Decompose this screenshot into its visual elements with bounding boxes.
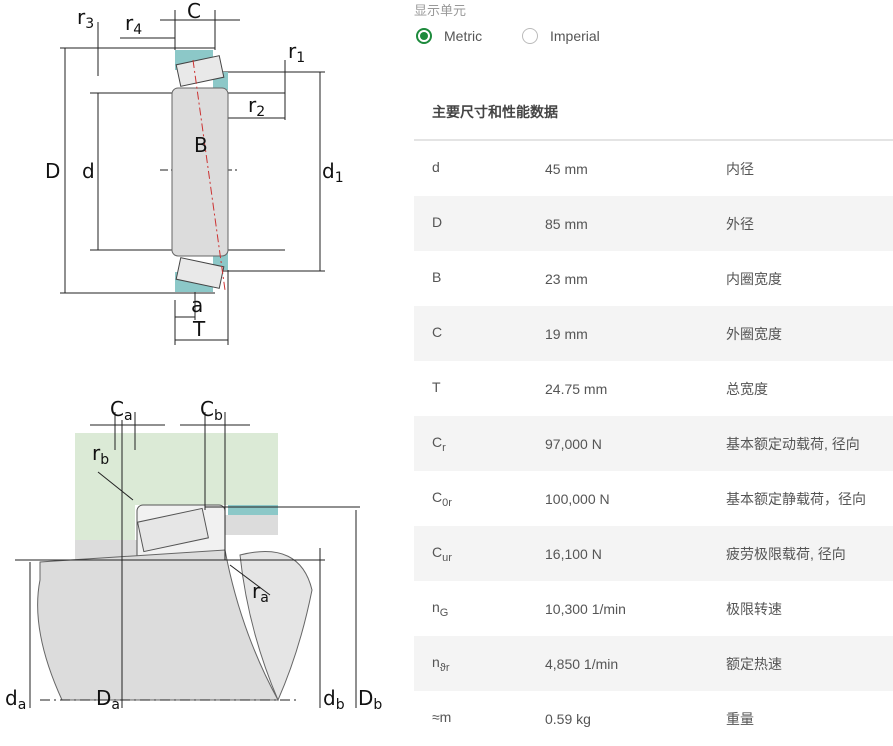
row-symbol: C [432, 323, 443, 340]
table-row: Cr 97,000 N 基本额定动载荷, 径向 [414, 416, 893, 471]
label-ra: ra [252, 579, 269, 606]
radio-metric-label: Metric [444, 28, 483, 44]
label-b: B [194, 133, 208, 157]
row-symbol: Cur [432, 543, 452, 564]
section-title: 主要尺寸和性能数据 [432, 104, 558, 120]
row-symbol: nϑr [432, 653, 450, 674]
radio-imperial-label: Imperial [550, 28, 600, 44]
radio-imperial[interactable]: Imperial [522, 28, 600, 44]
row-value: 45 mm [545, 160, 588, 177]
label-rb: rb [92, 441, 109, 468]
row-description: 内径 [726, 160, 754, 177]
row-value: 19 mm [545, 325, 588, 342]
row-description: 基本额定静载荷，径向 [726, 490, 866, 507]
row-symbol: nG [432, 598, 449, 619]
row-value: 100,000 N [545, 490, 610, 507]
row-value: 4,850 1/min [545, 655, 619, 672]
row-description: 额定热速 [726, 655, 782, 672]
radio-imperial-indicator[interactable] [522, 28, 538, 44]
row-symbol: T [432, 378, 441, 395]
radio-metric[interactable]: Metric [416, 28, 482, 44]
table-row: ≈m 0.59 kg 重量 [414, 691, 893, 746]
row-symbol: C0r [432, 488, 452, 509]
row-description: 疲劳极限载荷, 径向 [726, 545, 846, 562]
row-symbol: Cr [432, 433, 446, 454]
row-symbol: D [432, 213, 443, 230]
radio-metric-indicator[interactable] [416, 28, 432, 44]
table-row: C 19 mm 外圈宽度 [414, 306, 893, 361]
label-da-upper: Da [96, 686, 120, 713]
label-r3: r3 [77, 5, 94, 32]
label-cb: Cb [200, 397, 223, 424]
row-description: 外圈宽度 [726, 325, 782, 342]
units-title: 显示单元 [414, 3, 467, 18]
row-symbol: d [432, 158, 440, 175]
mounting-dimensions-drawing: Ca Cb rb ra da Da db Db [5, 397, 382, 713]
row-value: 85 mm [545, 215, 588, 232]
row-description: 总宽度 [726, 380, 768, 397]
table-row: D 85 mm 外径 [414, 196, 893, 251]
row-symbol: ≈m [432, 708, 452, 725]
row-symbol: B [432, 268, 442, 285]
table-row: T 24.75 mm 总宽度 [414, 361, 893, 416]
label-t: T [192, 317, 206, 341]
label-d1: d1 [322, 159, 344, 186]
table-row: Cur 16,100 N 疲劳极限载荷, 径向 [414, 526, 893, 581]
label-db: db [323, 686, 345, 713]
label-ca: Ca [110, 397, 133, 424]
row-description: 极限转速 [726, 600, 782, 617]
label-outer-d: D [45, 159, 60, 183]
specs-table: d 45 mm 内径 D 85 mm 外径 B 23 mm 内圈宽度 C 19 … [414, 141, 893, 746]
label-r2: r2 [248, 93, 265, 120]
bearing-drawings: r3 r4 C r1 r2 D d B d1 a T [0, 0, 400, 730]
label-r4: r4 [125, 11, 142, 38]
row-description: 基本额定动载荷, 径向 [726, 435, 860, 452]
row-description: 内圈宽度 [726, 270, 782, 287]
row-value: 97,000 N [545, 435, 602, 452]
label-a: a [191, 293, 203, 317]
label-da: da [5, 686, 26, 713]
row-value: 16,100 N [545, 545, 602, 562]
label-db-upper: Db [358, 686, 382, 713]
table-row: C0r 100,000 N 基本额定静载荷，径向 [414, 471, 893, 526]
table-row: nG 10,300 1/min 极限转速 [414, 581, 893, 636]
specs-panel: 显示单元 Metric Imperial 主要尺寸和性能数据 d 45 mm 内… [414, 0, 893, 730]
row-value: 23 mm [545, 270, 588, 287]
row-description: 重量 [726, 710, 754, 727]
table-row: d 45 mm 内径 [414, 141, 893, 196]
section-divider [414, 139, 893, 141]
row-value: 10,300 1/min [545, 600, 626, 617]
row-value: 24.75 mm [545, 380, 608, 397]
label-inner-d: d [82, 159, 95, 183]
table-row: nϑr 4,850 1/min 额定热速 [414, 636, 893, 691]
row-value: 0.59 kg [545, 710, 591, 727]
table-row: B 23 mm 内圈宽度 [414, 251, 893, 306]
label-c: C [187, 0, 201, 23]
bearing-section-drawing: r3 r4 C r1 r2 D d B d1 a T [45, 0, 344, 345]
row-description: 外径 [726, 215, 754, 232]
label-r1: r1 [288, 39, 305, 66]
